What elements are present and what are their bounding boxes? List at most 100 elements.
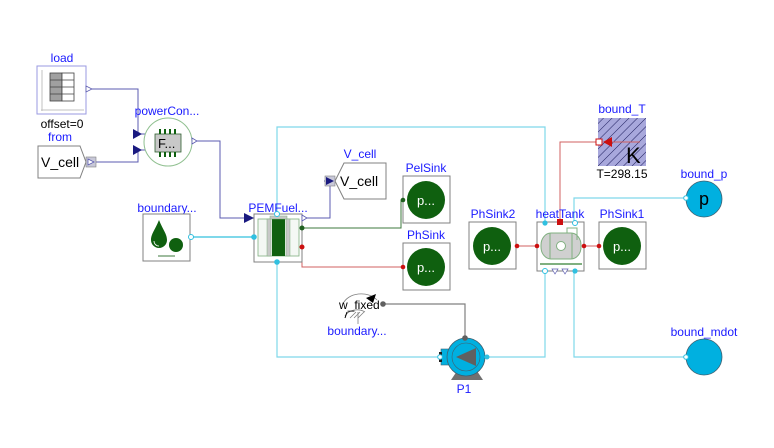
- phsink2-port[interactable]: [514, 243, 520, 249]
- connection-boundT-heattank[interactable]: [559, 141, 598, 222]
- bound-p-label: bound_p: [681, 167, 728, 181]
- boundary-wfixed-label: boundary...: [327, 324, 386, 338]
- pemfuel-heat-port[interactable]: [299, 244, 305, 250]
- component-bound-p[interactable]: bound_p p: [681, 167, 728, 218]
- tank-icon: [540, 227, 582, 265]
- heattank-fluid-top-left-port[interactable]: [542, 220, 548, 226]
- from-text: V_cell: [41, 154, 79, 170]
- component-powercon[interactable]: powerCon... F...: [133, 104, 199, 167]
- vcell-port-arrow-icon: [326, 177, 334, 185]
- load-output-port[interactable]: [85, 85, 93, 93]
- fuel-cell-stack-icon: [257, 215, 300, 257]
- component-load[interactable]: load offset=0: [36, 51, 93, 131]
- boundary-water-label: boundary...: [137, 201, 196, 215]
- boundary-water-port[interactable]: [188, 234, 194, 240]
- pelsink-label: PelSink: [406, 161, 448, 175]
- heattank-heat-right-port[interactable]: [581, 243, 587, 249]
- wfixed-flange-port[interactable]: [380, 301, 386, 307]
- bound-t-symbol: K: [626, 143, 641, 168]
- component-bound-mdot[interactable]: bound_mdot: [671, 325, 738, 376]
- connection-pemfuel-pelsink[interactable]: [302, 199, 404, 229]
- component-from[interactable]: from V_cell: [37, 130, 97, 179]
- wfixed-param: w_fixed: [338, 298, 380, 312]
- bound-t-port[interactable]: [595, 138, 603, 146]
- phsink2-inner-text: p...: [483, 239, 501, 254]
- pelsink-port[interactable]: [400, 197, 406, 203]
- component-pemfuel[interactable]: PEMFuel...: [244, 201, 308, 265]
- boundary-water-box: [142, 213, 191, 262]
- component-bound-t[interactable]: bound_T K T=298.15: [595, 102, 648, 181]
- component-phsink[interactable]: PhSink p...: [400, 228, 451, 291]
- connection-wfixed-pump[interactable]: [383, 303, 466, 337]
- vcell-output-text: V_cell: [340, 173, 378, 189]
- phsink-label: PhSink: [407, 228, 446, 242]
- heattank-fluid-bottom-right-port[interactable]: [572, 268, 578, 274]
- water-drop-icon: [151, 220, 183, 257]
- phsink1-inner-text: p...: [613, 239, 631, 254]
- heattank-heat-top-port[interactable]: [557, 219, 563, 225]
- pemfuel-signal-input-port[interactable]: [244, 213, 254, 223]
- pump-shaft-port[interactable]: [462, 335, 468, 341]
- phsink1-port[interactable]: [596, 243, 602, 249]
- pump-arrow-icon: [456, 348, 476, 366]
- pelsink-inner-text: p...: [417, 193, 435, 208]
- load-label: load: [51, 51, 74, 65]
- pemfuel-fluid-bottom-port[interactable]: [274, 259, 280, 265]
- phsink-circle: [407, 248, 445, 286]
- phsink1-label: PhSink1: [600, 207, 645, 221]
- connection-heattank-boundp[interactable]: [573, 197, 686, 222]
- powercon-output-port[interactable]: [191, 137, 198, 145]
- pemfuel-label: PEMFuel...: [248, 201, 307, 215]
- pemfuel-signal-output-port[interactable]: [301, 214, 308, 222]
- table-icon: [41, 70, 84, 111]
- vcell-output-shape: [334, 162, 387, 200]
- component-heattank[interactable]: heatTank: [534, 207, 587, 275]
- phsink-port[interactable]: [400, 264, 406, 270]
- from-label: from: [48, 130, 72, 144]
- component-vcell-output[interactable]: V_cell V_cell: [324, 147, 387, 200]
- bound-mdot-label: bound_mdot: [671, 325, 738, 339]
- heattank-signal-port-1[interactable]: [551, 268, 559, 275]
- powercon-input-port-2[interactable]: [133, 145, 142, 155]
- connection-powercon-pemfuel[interactable]: [193, 140, 254, 219]
- powercon-input-port-1[interactable]: [133, 129, 142, 139]
- bound-t-arrow-icon: [603, 137, 612, 147]
- heattank-heat-left-port[interactable]: [534, 243, 540, 249]
- chip-icon: [154, 129, 182, 157]
- component-boundary-wfixed[interactable]: w_fixed boundary...: [327, 293, 387, 338]
- load-offset-param: offset=0: [41, 117, 84, 131]
- phsink2-circle: [473, 227, 511, 265]
- bound-t-param: T=298.15: [596, 167, 647, 181]
- component-pump[interactable]: P1: [437, 335, 490, 396]
- phsink2-label: PhSink2: [471, 207, 516, 221]
- bound-p-symbol: p: [699, 189, 709, 209]
- component-pelsink[interactable]: PelSink p...: [400, 161, 451, 224]
- from-shape: [37, 145, 87, 179]
- connection-pemfuel-pump[interactable]: [276, 262, 443, 358]
- phsink1-circle: [603, 227, 641, 265]
- phsink-inner-text: p...: [417, 260, 435, 275]
- connection-pemfuel-phsink[interactable]: [301, 247, 404, 268]
- pelsink-circle: [407, 181, 445, 219]
- pump-outlet-port[interactable]: [484, 354, 490, 360]
- heattank-fluid-top-right-port[interactable]: [572, 220, 578, 226]
- vcell-output-label: V_cell: [344, 147, 377, 161]
- bound-mdot-circle: [685, 338, 723, 376]
- rotational-fixed-icon: [342, 293, 378, 324]
- heattank-fluid-bottom-left-port[interactable]: [542, 268, 548, 274]
- connection-heattank-boundmdot[interactable]: [573, 271, 686, 358]
- pump-inner-ring: [451, 342, 481, 372]
- bound-mdot-port[interactable]: [683, 354, 689, 360]
- component-phsink2[interactable]: PhSink2 p...: [468, 207, 520, 270]
- bound-t-label: bound_T: [598, 102, 646, 116]
- component-boundary-water[interactable]: boundary...: [137, 201, 197, 262]
- pump-inlet-port[interactable]: [437, 354, 443, 360]
- bound-p-port[interactable]: [683, 195, 689, 201]
- pemfuel-fluid-in-port[interactable]: [251, 234, 257, 240]
- pemfuel-electric-port[interactable]: [299, 225, 305, 231]
- component-phsink1[interactable]: PhSink1 p...: [596, 207, 647, 270]
- connection-pump-heattank[interactable]: [488, 271, 546, 358]
- pemfuel-fluid-top-port[interactable]: [274, 211, 280, 217]
- connection-pemfuel-heattank-top[interactable]: [276, 126, 546, 222]
- heattank-signal-port-2[interactable]: [561, 268, 569, 275]
